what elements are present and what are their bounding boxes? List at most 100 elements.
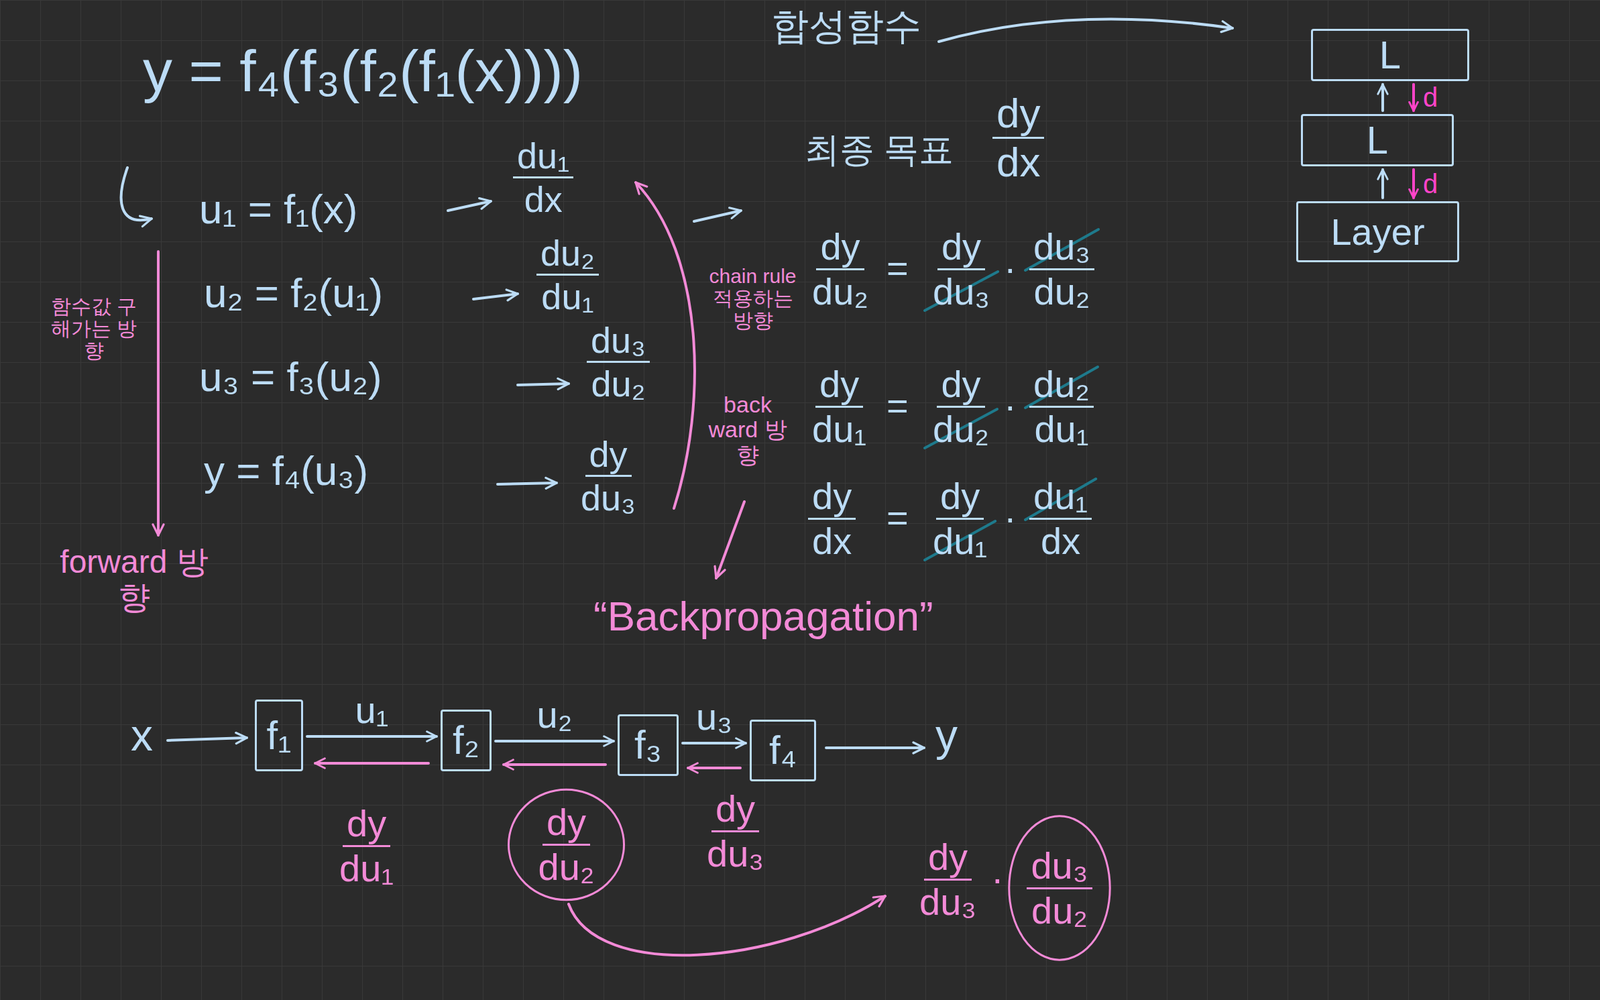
fraction: dydu₂	[808, 227, 873, 311]
function-box: f₄	[749, 719, 817, 782]
function-box: f₁	[254, 699, 304, 772]
fraction: du₂du₁	[1029, 365, 1094, 448]
note-label: u₃ = f₃(u₂)	[199, 354, 383, 400]
fraction-denominator: du₃	[915, 880, 981, 921]
derivative-arrow	[517, 383, 569, 385]
fraction-numerator: dy	[936, 477, 984, 520]
node-label: f₃	[634, 722, 662, 768]
note-label: forward 방향	[56, 544, 212, 616]
note-label: y	[935, 710, 958, 760]
circle-outline	[1009, 816, 1110, 960]
circled-term: du₃du₂	[1005, 811, 1114, 965]
note-label: y = f₄(f₃(f₂(f₁(x))))	[142, 38, 583, 104]
note-label: ·	[1003, 384, 1017, 427]
cancel-strikes	[924, 229, 1099, 560]
hook-arrow	[121, 167, 152, 220]
gradient-down-arrow	[1412, 84, 1415, 111]
fraction-numerator: dy	[808, 477, 856, 520]
fraction-denominator: dx	[992, 138, 1045, 184]
node-label: L	[1366, 118, 1389, 162]
fraction-numerator: du₂	[536, 234, 599, 276]
fraction: dydu₃	[576, 435, 640, 516]
fraction-denominator: du₃	[576, 476, 640, 516]
layer-box: Layer	[1296, 201, 1460, 263]
node-label: f₄	[769, 728, 797, 773]
fraction-numerator: dy	[936, 365, 985, 408]
note-label: chain rule 적용하는 방향	[707, 264, 798, 332]
fraction-numerator: dy	[542, 803, 591, 846]
fraction-denominator: du₂	[1027, 889, 1092, 930]
derivative-arrow	[497, 482, 557, 485]
fraction: dydu₂	[533, 803, 599, 886]
backward-arrow	[503, 763, 606, 766]
expansion-arrow	[568, 895, 886, 955]
edge-label: u₃	[696, 696, 733, 738]
fraction: dydu₁	[335, 804, 398, 888]
node-label: f₁	[266, 713, 292, 758]
function-box: f₃	[617, 714, 679, 776]
fraction-denominator: du₁	[928, 519, 992, 560]
note-label: ·	[991, 857, 1004, 900]
fraction-numerator: du₁	[512, 137, 574, 179]
fraction: du₁dx	[512, 137, 574, 218]
note-label: “Backpropagation”	[593, 593, 934, 640]
note-label: x	[130, 710, 153, 760]
input-arrow	[167, 737, 247, 741]
fraction-numerator: du₃	[1029, 227, 1095, 271]
fraction-denominator: du₁	[808, 407, 871, 448]
fraction-denominator: du₂	[587, 362, 650, 402]
fraction: dydx	[992, 92, 1045, 184]
fraction-numerator: dy	[342, 804, 391, 847]
node-label: L	[1379, 33, 1401, 77]
fraction-numerator: dy	[924, 838, 972, 881]
note-label: =	[886, 384, 909, 427]
circled-term: dydu₂	[504, 785, 628, 904]
connectors	[307, 84, 1414, 768]
note-label: =	[886, 247, 909, 290]
layer-box: L	[1300, 113, 1454, 167]
gradient-down-arrow	[1412, 169, 1415, 198]
forward-direction-arrow	[156, 251, 160, 536]
pointer-arrow	[716, 501, 745, 579]
fraction-numerator: dy	[711, 789, 760, 833]
forward-arrow	[682, 741, 746, 745]
fraction-denominator: du₁	[1030, 407, 1093, 448]
fraction: du₁dx	[1029, 477, 1092, 560]
fraction-denominator: dx	[520, 178, 567, 218]
edge-label: u₁	[354, 689, 389, 731]
forward-arrow	[495, 739, 614, 743]
fraction: dydu₃	[915, 838, 981, 921]
forward-arrow	[307, 734, 437, 738]
fraction-denominator: du₂	[808, 270, 873, 311]
fraction-numerator: dy	[937, 227, 986, 271]
fraction: dydu₃	[928, 227, 994, 311]
derivative-arrow	[473, 293, 518, 300]
fraction-numerator: du₃	[1026, 846, 1092, 890]
note-label: ·	[1003, 496, 1017, 539]
fraction-numerator: du₃	[586, 321, 650, 363]
fraction-numerator: dy	[815, 365, 864, 408]
note-label: ·	[1003, 247, 1017, 290]
note-label: 함수값 구해가는 방향	[46, 295, 141, 362]
fraction: du₃du₂	[1029, 227, 1095, 311]
fraction-denominator: dx	[1036, 519, 1085, 560]
note-label: u₁ = f₁(x)	[199, 186, 359, 233]
layer-up-arrow	[1381, 84, 1385, 111]
fraction: dydu₁	[928, 477, 992, 560]
result-arrow	[694, 210, 741, 222]
fraction-denominator: du₁	[537, 275, 598, 315]
edge-label: d	[1422, 82, 1438, 112]
derivative-arrow	[447, 201, 491, 211]
fraction-denominator: du₃	[928, 270, 994, 311]
fraction-denominator: du₃	[702, 832, 768, 873]
note-label: 합성함수	[771, 5, 922, 47]
fraction: du₂du₁	[536, 234, 599, 315]
fraction-numerator: du₂	[1029, 365, 1094, 408]
fraction: dydu₃	[702, 789, 768, 873]
layer-up-arrow	[1381, 169, 1385, 198]
fraction: du₃du₂	[586, 321, 650, 402]
node-label: Layer	[1330, 211, 1425, 253]
